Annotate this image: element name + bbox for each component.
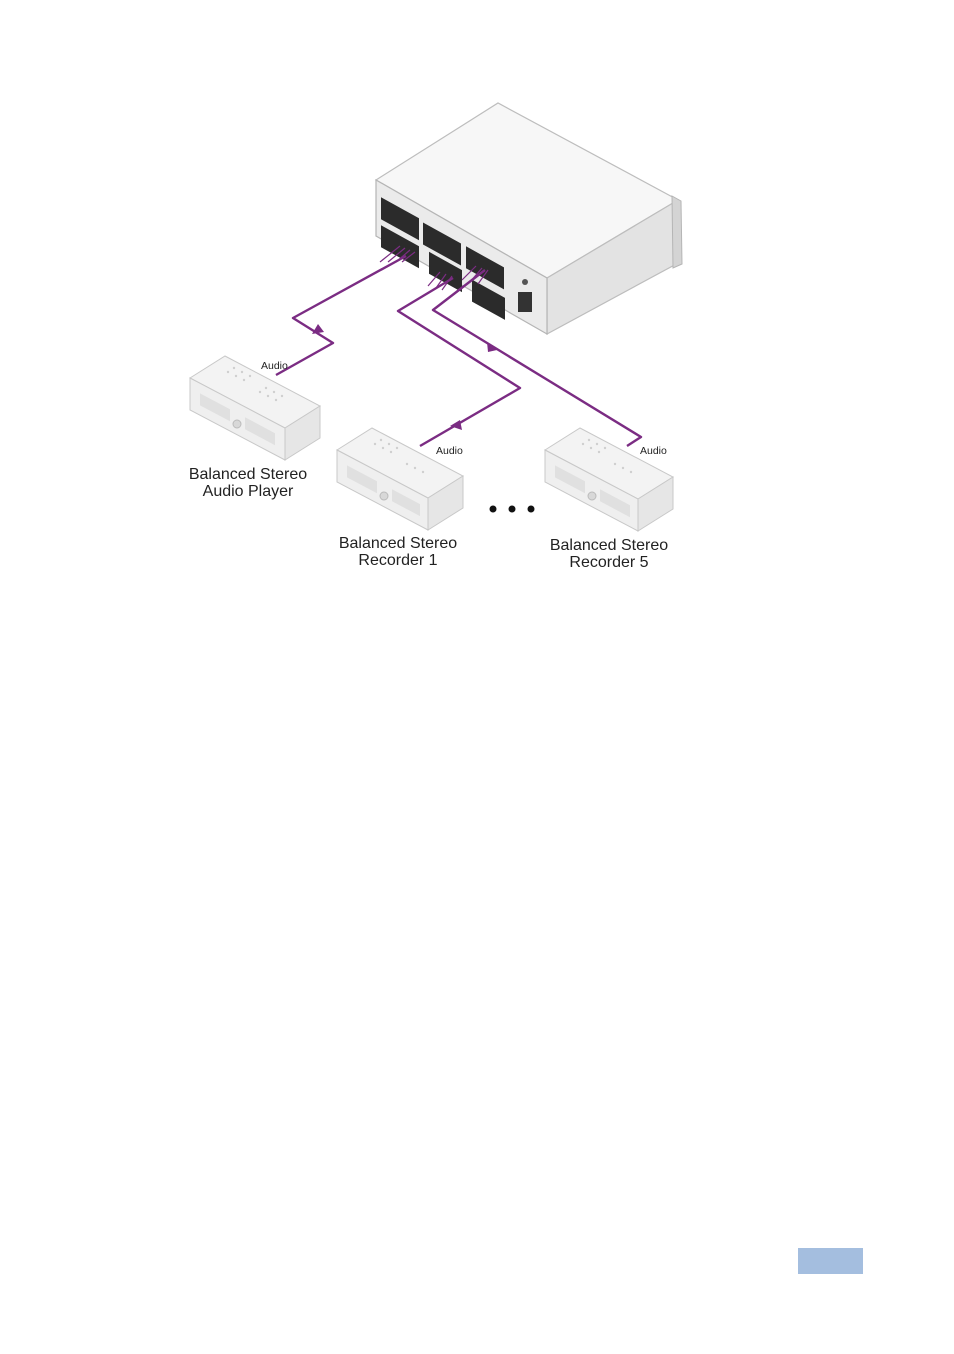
- power-connector: [518, 292, 532, 312]
- cable-recorder5: [431, 269, 643, 448]
- page-number-badge: [798, 1248, 863, 1274]
- recorder1-label-line2: Recorder 1: [358, 552, 437, 569]
- player-label-line1: Balanced Stereo: [189, 466, 307, 483]
- recorder1-device: [336, 427, 464, 531]
- recorder5-device: [543, 427, 675, 532]
- arrow-down-icon: [487, 342, 497, 352]
- player-label-line2: Audio Player: [203, 483, 294, 500]
- ellipsis-icon: [489, 505, 535, 513]
- main-unit: [374, 102, 683, 336]
- cable-player: [275, 254, 407, 377]
- arrow-down-icon: [450, 420, 462, 430]
- player-audio-label: Audio: [261, 360, 288, 372]
- arrow-up-icon: [312, 324, 324, 334]
- cable-recorder1: [396, 276, 522, 448]
- recorder5-audio-label: Audio: [640, 445, 667, 457]
- recorder1-label-line1: Balanced Stereo: [339, 535, 457, 552]
- player-device: [188, 355, 322, 461]
- recorder1-audio-label: Audio: [436, 445, 463, 457]
- recorder5-label-line1: Balanced Stereo: [550, 537, 668, 554]
- recorder5-label-line2: Recorder 5: [569, 554, 648, 571]
- terminal-connector: [381, 197, 505, 320]
